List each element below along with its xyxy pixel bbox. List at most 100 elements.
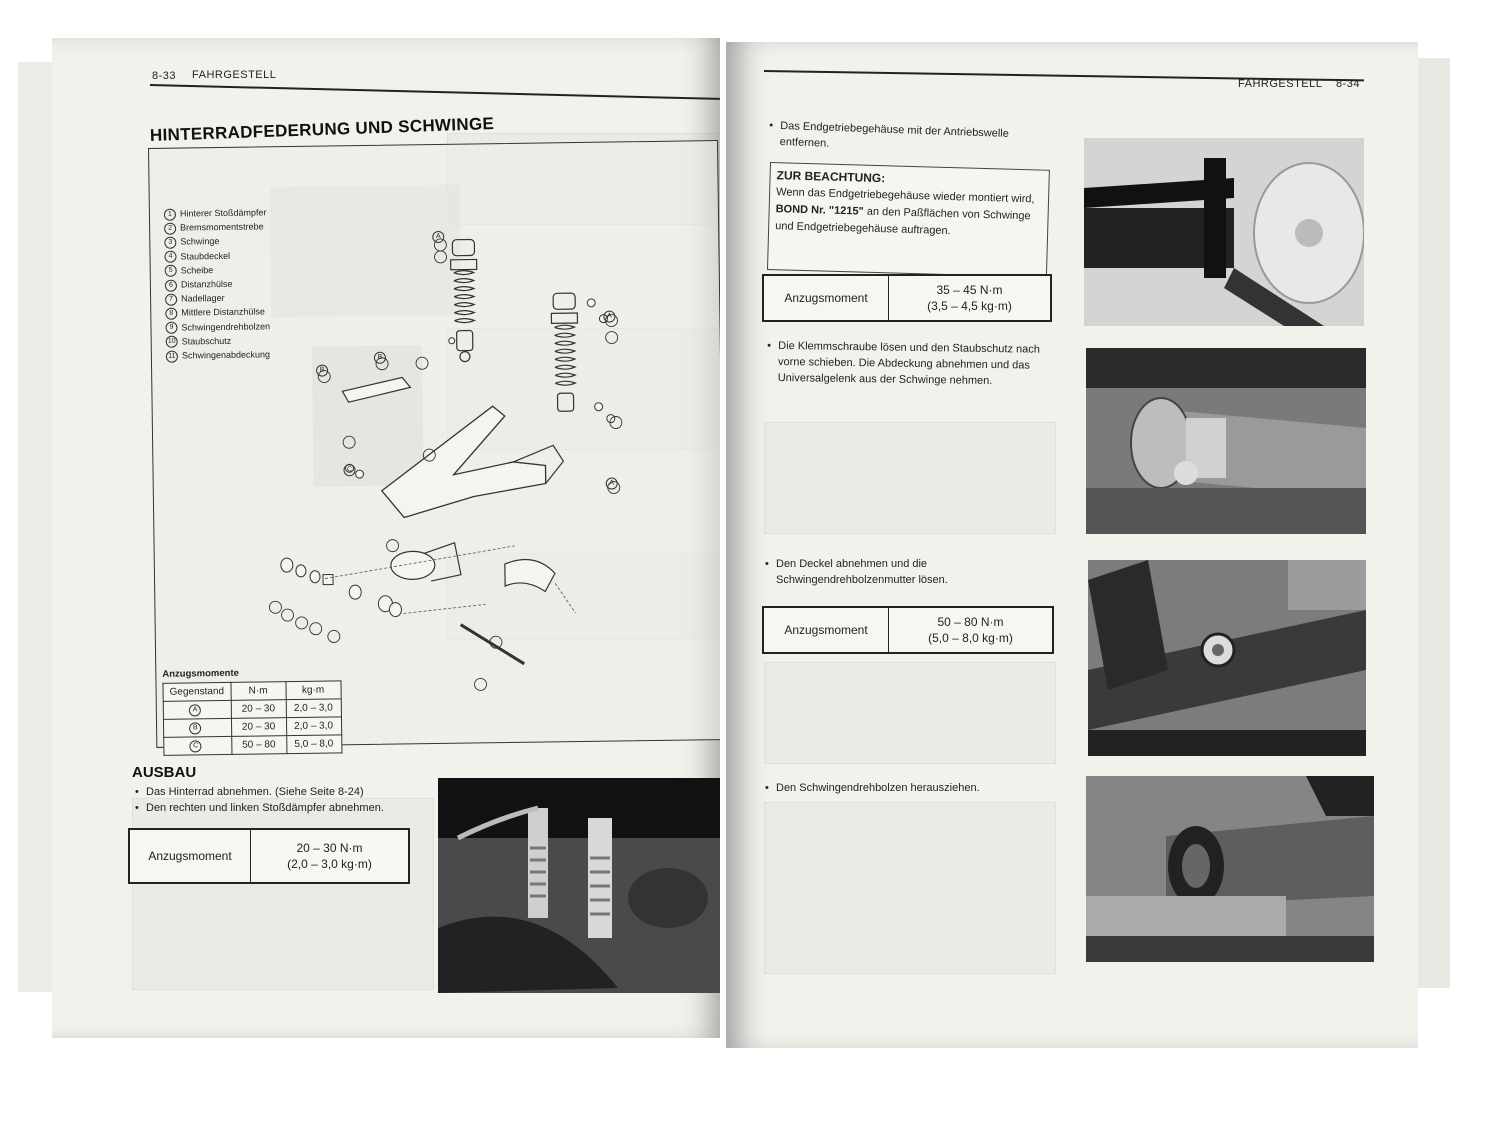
step-text: Die Klemmschraube lösen und den Staubsch… bbox=[777, 340, 1041, 387]
note-bond-number: BOND Nr. "1215" bbox=[775, 203, 864, 218]
column-header: N·m bbox=[230, 681, 286, 701]
photo-pivot-nut bbox=[1088, 560, 1366, 756]
step-universal-joint: Die Klemmschraube lösen und den Staubsch… bbox=[778, 338, 1051, 390]
legend-number: 7 bbox=[165, 293, 178, 306]
callout-letter-b: B bbox=[316, 364, 329, 377]
left-page-number: 8-33 bbox=[152, 70, 177, 82]
torque-values: 50 – 80 N·m (5,0 – 8,0 kg·m) bbox=[889, 608, 1052, 652]
legend-number: 8 bbox=[165, 307, 178, 320]
note-box: ZUR BEACHTUNG: Wenn das Endgetriebegehäu… bbox=[766, 162, 1050, 278]
legend-label: Hinterer Stoßdämpfer bbox=[179, 207, 267, 219]
right-header-title: FAHRGESTELL bbox=[1238, 78, 1323, 90]
torque-box-pivot: Anzugsmoment 50 – 80 N·m (5,0 – 8,0 kg·m… bbox=[762, 606, 1054, 654]
photo-pivot-nut-image bbox=[1088, 560, 1366, 756]
legend-label: Mittlere Distanzhülse bbox=[181, 306, 265, 318]
photo-rear-shocks-image bbox=[438, 778, 720, 993]
callout-letter-b: B bbox=[373, 351, 387, 364]
table-cell-kgm: 5,0 – 8,0 bbox=[286, 734, 342, 754]
book-edge-left bbox=[18, 62, 58, 992]
column-header: Gegenstand bbox=[162, 682, 231, 702]
legend-label: Bremsmomentstrebe bbox=[180, 221, 264, 233]
legend-number: 6 bbox=[164, 279, 178, 292]
item-letter: C bbox=[189, 739, 202, 752]
step-text: Den Schwingendrehbolzen herausziehen. bbox=[776, 782, 980, 794]
torque-kgm: (2,0 – 3,0 kg·m) bbox=[287, 857, 372, 871]
torque-values: 20 – 30 N·m (2,0 – 3,0 kg·m) bbox=[251, 830, 408, 882]
note-text: Wenn das Endgetriebegehäuse wieder monti… bbox=[775, 184, 1042, 242]
legend-label: Staubschutz bbox=[181, 335, 232, 347]
torque-kgm: (5,0 – 8,0 kg·m) bbox=[928, 631, 1013, 645]
table-cell-item: B bbox=[163, 718, 232, 738]
right-page: FAHRGESTELL 8-34 Das Endgetriebegehäuse … bbox=[726, 42, 1418, 1048]
item-letter: A bbox=[189, 703, 202, 716]
ausbau-step-1: Das Hinterrad abnehmen. (Siehe Seite 8-2… bbox=[135, 784, 364, 800]
table-cell-kgm: 2,0 – 3,0 bbox=[285, 698, 341, 718]
torque-caption: Anzugsmomente bbox=[162, 667, 239, 680]
left-page: 8-33 FAHRGESTELL HINTERRADFEDERUNG UND S… bbox=[52, 38, 720, 1038]
callout-letter-c: C bbox=[343, 464, 356, 477]
torque-nm: 50 – 80 N·m bbox=[937, 615, 1004, 629]
table-row: C 50 – 80 5,0 – 8,0 bbox=[163, 734, 342, 756]
legend-label: Schwingendrehbolzen bbox=[181, 320, 271, 333]
legend-number: 2 bbox=[164, 222, 177, 235]
step-remove-final-drive: Das Endgetriebegehäuse mit der Antriebsw… bbox=[779, 118, 1050, 159]
ghost-block bbox=[764, 662, 1056, 764]
item-letter: B bbox=[189, 721, 202, 734]
legend-number: 4 bbox=[164, 250, 177, 264]
table-cell-kgm: 2,0 – 3,0 bbox=[285, 716, 342, 736]
step-text: Das Endgetriebegehäuse mit der Antriebsw… bbox=[779, 120, 1010, 150]
legend-label: Schwingenabdeckung bbox=[181, 349, 271, 361]
table-cell-nm: 20 – 30 bbox=[230, 717, 287, 737]
photo-final-drive-image bbox=[1084, 138, 1364, 326]
photo-pivot-bolt-image bbox=[1086, 776, 1374, 962]
torque-box-final-drive: Anzugsmoment 35 – 45 N·m (3,5 – 4,5 kg·m… bbox=[762, 274, 1052, 322]
callout-letter-a: A bbox=[432, 230, 445, 244]
torque-label: Anzugsmoment bbox=[764, 276, 889, 320]
legend-number: 9 bbox=[165, 321, 178, 335]
ghost-block bbox=[764, 802, 1056, 974]
step-pivot-nut: Den Deckel abnehmen und die Schwingendre… bbox=[765, 556, 1056, 588]
photo-universal-joint bbox=[1086, 348, 1366, 534]
photo-pivot-bolt bbox=[1086, 776, 1374, 962]
legend-number: 5 bbox=[164, 265, 177, 278]
ghost-block bbox=[132, 798, 434, 990]
table-cell-nm: 50 – 80 bbox=[231, 735, 287, 755]
photo-final-drive-removed bbox=[1084, 138, 1364, 326]
torque-box-shock: Anzugsmoment 20 – 30 N·m (2,0 – 3,0 kg·m… bbox=[128, 828, 410, 884]
torque-table: Gegenstand N·m kg·m A 20 – 30 2,0 – 3,0 … bbox=[162, 680, 342, 756]
legend-label: Nadellager bbox=[181, 293, 225, 304]
step-pull-pivot-bolt: Den Schwingendrehbolzen herausziehen. bbox=[765, 780, 1056, 796]
column-header: kg·m bbox=[285, 680, 341, 700]
table-cell-item: C bbox=[163, 736, 232, 756]
legend-number: 10 bbox=[165, 336, 178, 349]
ausbau-step-2: Den rechten und linken Stoßdämpfer abneh… bbox=[135, 800, 384, 816]
legend-label: Schwinge bbox=[180, 236, 220, 247]
torque-kgm: (3,5 – 4,5 kg·m) bbox=[927, 299, 1012, 313]
section-title: HINTERRADFEDERUNG UND SCHWINGE bbox=[149, 113, 495, 145]
legend-label: Distanzhülse bbox=[180, 278, 233, 290]
legend-label: Scheibe bbox=[180, 264, 214, 276]
ausbau-title: AUSBAU bbox=[132, 764, 197, 781]
legend-number: 11 bbox=[165, 350, 178, 363]
torque-label: Anzugsmoment bbox=[764, 608, 889, 652]
table-cell-nm: 20 – 30 bbox=[230, 699, 286, 719]
right-page-number: 8-34 bbox=[1336, 78, 1361, 90]
photo-rear-shocks bbox=[438, 778, 720, 993]
left-header-rule bbox=[149, 84, 720, 100]
torque-nm: 20 – 30 N·m bbox=[296, 841, 363, 855]
torque-nm: 35 – 45 N·m bbox=[936, 283, 1003, 297]
legend-number: 1 bbox=[163, 208, 177, 221]
table-cell-item: A bbox=[163, 700, 231, 720]
legend-label: Staubdeckel bbox=[180, 250, 231, 262]
